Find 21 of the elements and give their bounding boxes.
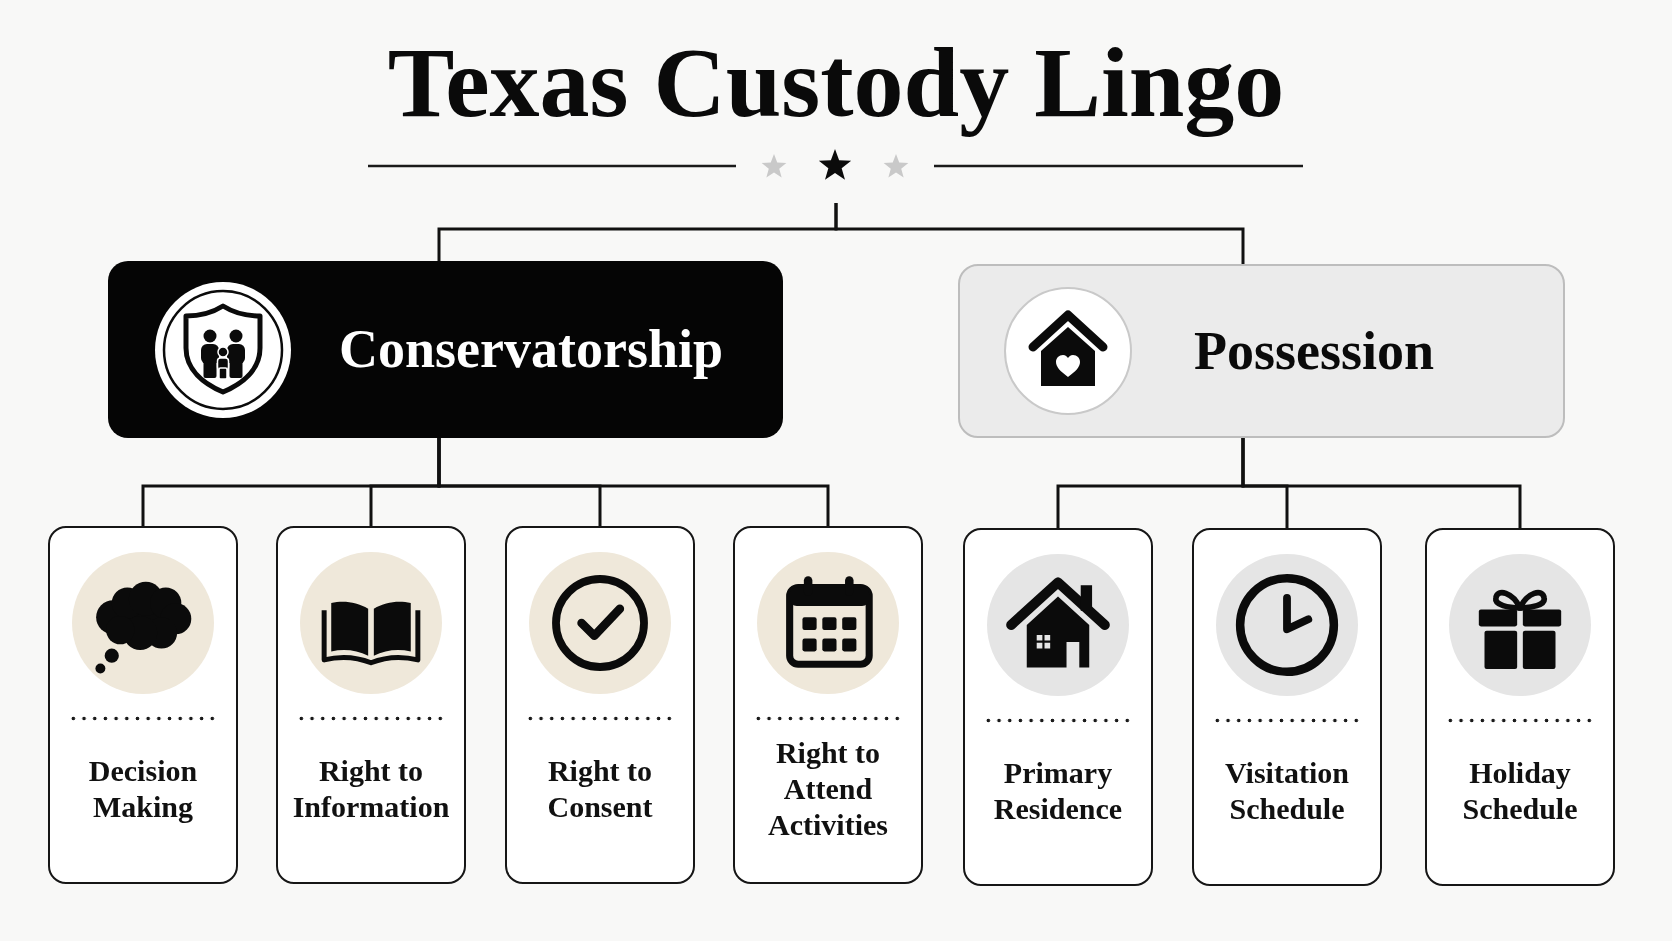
term-card — [1425, 528, 1615, 886]
term-card — [963, 528, 1153, 886]
term-label: Holiday Schedule — [1461, 754, 1579, 827]
category-header-dark — [108, 261, 783, 438]
term-label: Right to Attend Activities — [767, 734, 889, 843]
category-title: Conservatorship — [339, 318, 723, 381]
term-label: Right to Consent — [546, 752, 654, 825]
connector-line — [437, 438, 830, 526]
term-card — [733, 526, 923, 884]
term-card — [505, 526, 695, 884]
term-label: Right to Information — [291, 752, 451, 825]
category-title: Possession — [1194, 319, 1435, 383]
connector-line — [834, 203, 1245, 264]
connector-line — [1241, 438, 1522, 528]
term-label: Visitation Schedule — [1224, 754, 1350, 827]
term-card — [1192, 528, 1382, 886]
term-label: Decision Making — [87, 752, 199, 825]
term-card — [48, 526, 238, 884]
term-card — [276, 526, 466, 884]
category-header — [958, 264, 1565, 438]
term-label: Primary Residence — [992, 754, 1124, 827]
